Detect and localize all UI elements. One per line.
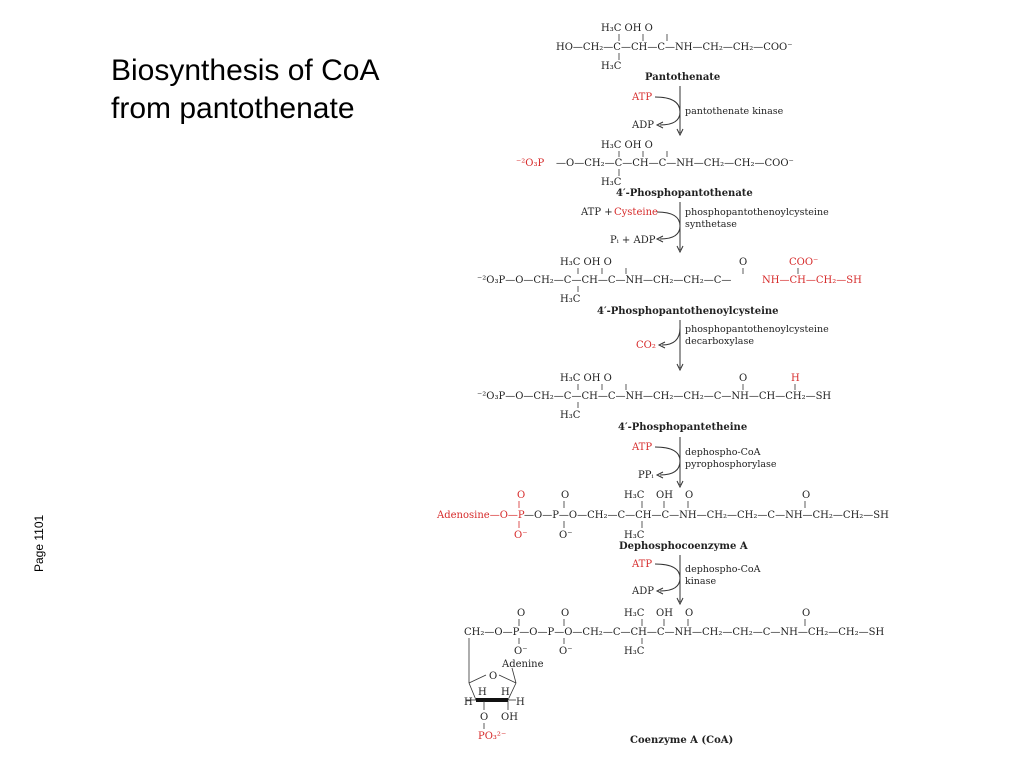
svg-text:H: H [464,697,473,708]
svg-text:O: O [561,490,569,501]
compound-phosphopantothenoylcysteine: 4′-Phosphopantothenoylcysteine [597,306,779,317]
svg-text:O: O [802,490,810,501]
enzyme-ppc-decarboxylase: phosphopantothenoylcysteine [685,324,829,335]
svg-text:O: O [685,490,693,501]
svg-text:H: H [478,687,487,698]
structure-coenzyme-a: O O H₃C OH O O CH₂—O—P—O—P—O—CH₂—C—CH—C—… [464,608,884,742]
slide-title: Biosynthesis of CoA from pantothenate [111,52,379,128]
adenosine-group: Adenosine—O—P [436,510,525,521]
product-co2: CO₂ [636,340,656,351]
svg-text:H: H [516,697,525,708]
svg-text:H₃C: H₃C [624,530,645,541]
svg-text:O⁻: O⁻ [559,646,572,657]
title-line-1: Biosynthesis of CoA [111,54,380,87]
svg-text:O: O [561,608,569,619]
new-hydrogen: H [791,373,800,384]
compound-phosphopantothenate: 4′-Phosphopantothenate [616,188,753,199]
enzyme-dephospho-coa-pyrophosphorylase: dephospho-CoA [685,447,761,458]
enzyme-kinase-line2: kinase [685,576,716,587]
svg-text:⁻²O₃P—O—CH₂—C—CH—C—NH—CH₂—CH₂—: ⁻²O₃P—O—CH₂—C—CH—C—NH—CH₂—CH₂—C— [477,275,731,286]
compound-phosphopantetheine: 4′-Phosphopantetheine [618,422,747,433]
svg-text:O⁻: O⁻ [514,646,527,657]
svg-text:H₃C OH O: H₃C OH O [601,140,653,151]
svg-text:OH: OH [656,490,673,501]
reactant-atp: ATP [631,559,652,570]
svg-text:H: H [501,687,510,698]
reactant-atp: ATP [631,92,652,103]
structure-phosphopantothenoylcysteine: H₃C OH O O COO⁻ ⁻²O₃P—O—CH₂—C—CH—C—NH—CH… [477,257,862,305]
ring-o-3prime: O [480,712,488,723]
svg-text:H₃C: H₃C [624,490,645,501]
carboxylate-group: COO⁻ [789,257,818,268]
reaction-step-3: CO₂ phosphopantothenoylcysteine decarbox… [636,320,829,372]
svg-text:⁻²O₃P—O—CH₂—C—CH—C—NH—CH₂—CH₂—: ⁻²O₃P—O—CH₂—C—CH—C—NH—CH₂—CH₂—C—NH—CH—CH… [477,391,831,402]
structure-phosphopantetheine: H₃C OH O O H ⁻²O₃P—O—CH₂—C—CH—C—NH—CH₂—C… [477,373,831,421]
svg-text:—O—P—O—CH₂—C—CH—C—NH—CH₂—CH₂—C: —O—P—O—CH₂—C—CH—C—NH—CH₂—CH₂—C—NH—CH₂—CH… [524,510,889,521]
product-ppi: PPᵢ [638,470,653,481]
enzyme-pyrophosphorylase-line2: pyrophosphorylase [685,459,777,470]
reaction-step-2: ATP + Cysteine Pᵢ + ADP phosphopantothen… [580,202,829,254]
cysteine-moiety: NH—CH—CH₂—SH [762,275,862,286]
product-adp: ADP [631,120,654,131]
reactant-atp: ATP + [580,207,613,218]
svg-text:H₃C: H₃C [601,177,622,188]
svg-text:CH₂—O—P—O—P—O—CH₂—C—CH—C—NH—CH: CH₂—O—P—O—P—O—CH₂—C—CH—C—NH—CH₂—CH₂—C—NH… [464,627,884,638]
product-adp: ADP [631,586,654,597]
compound-dephosphocoenzyme-a: Dephosphocoenzyme A [619,541,748,552]
svg-text:H₃C: H₃C [560,294,581,305]
phosphate-group: ⁻²O₃P [516,158,544,169]
svg-text:OH: OH [656,608,673,619]
svg-text:O: O [517,490,525,501]
svg-text:H₃C: H₃C [624,646,645,657]
svg-text:O: O [517,608,525,619]
svg-text:H₃C OH O: H₃C OH O [560,257,612,268]
product-pi-adp: Pᵢ + ADP [610,235,656,246]
svg-text:—O—CH₂—C—CH—C—NH—CH₂—CH₂—COO⁻: —O—CH₂—C—CH—C—NH—CH₂—CH₂—COO⁻ [556,158,794,169]
ring-oh-2prime: OH [501,712,518,723]
svg-text:H₃C OH O: H₃C OH O [560,373,612,384]
adenine-label: Adenine [501,659,544,670]
struct-main-chain: HO—CH₂—C—CH—C—NH—CH₂—CH₂—COO⁻ [556,42,793,53]
reactant-atp: ATP [631,442,652,453]
svg-text:O: O [685,608,693,619]
svg-text:O⁻: O⁻ [514,530,527,541]
svg-text:H₃C: H₃C [624,608,645,619]
structure-dephosphocoenzyme-a: O O H₃C OH O O Adenosine—O—P —O—P—O—CH₂—… [436,490,889,541]
struct-bottom-methyl: H₃C [601,61,622,72]
svg-text:O: O [739,373,747,384]
enzyme-ppc-decarboxylase-line2: decarboxylase [685,336,754,347]
title-line-2: from pantothenate [111,92,355,125]
enzyme-ppc-synthetase-line2: synthetase [685,219,737,230]
enzyme-dephospho-coa-kinase: dephospho-CoA [685,564,761,575]
ring-oxygen: O [489,671,497,682]
svg-text:O: O [802,608,810,619]
structure-pantothenate: H₃C OH O HO—CH₂—C—CH—C—NH—CH₂—CH₂—COO⁻ H… [556,23,793,72]
svg-text:O⁻: O⁻ [559,530,572,541]
phosphate-3prime: PO₃²⁻ [478,731,506,742]
reactant-cysteine: Cysteine [614,207,658,218]
reaction-step-5: ATP ADP dephospho-CoA kinase [631,555,761,606]
svg-text:H₃C: H₃C [560,410,581,421]
reaction-step-1: ATP ADP pantothenate kinase [631,86,784,137]
reaction-step-4: ATP PPᵢ dephospho-CoA pyrophosphorylase [631,437,777,489]
carbonyl-o: O [739,257,747,268]
structure-phosphopantothenate: H₃C OH O ⁻²O₃P —O—CH₂—C—CH—C—NH—CH₂—CH₂—… [516,140,794,188]
enzyme-ppc-synthetase: phosphopantothenoylcysteine [685,207,829,218]
struct-top-groups: H₃C OH O [601,23,653,34]
compound-pantothenate: Pantothenate [645,72,720,83]
enzyme-pantothenate-kinase: pantothenate kinase [685,106,784,117]
compound-coenzyme-a: Coenzyme A (CoA) [630,735,733,746]
